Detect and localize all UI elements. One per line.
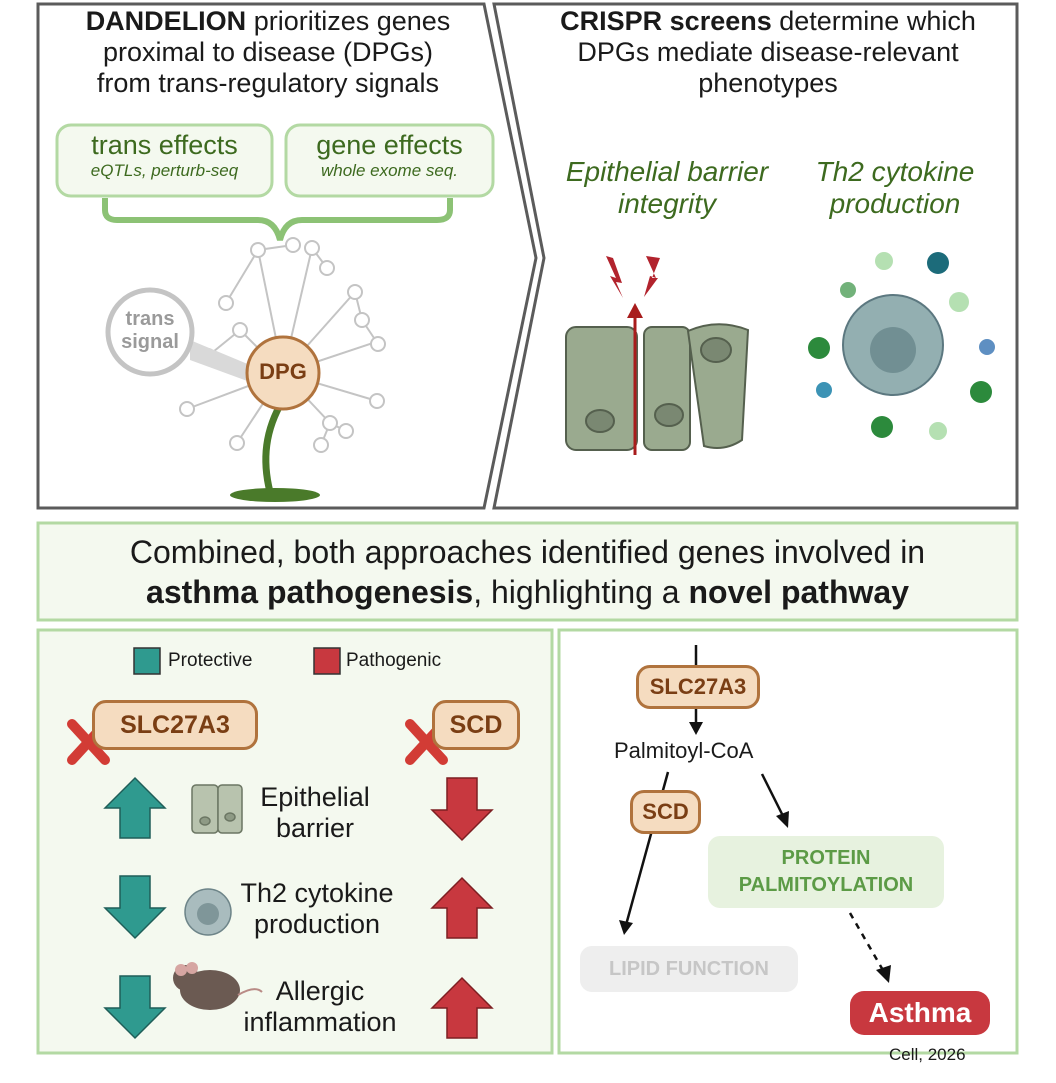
crispr-title: CRISPR screens determine which DPGs medi… <box>520 6 1016 99</box>
cytokines <box>808 252 995 440</box>
banner-bold-asthma: asthma pathogenesis <box>146 574 474 610</box>
phenotype-epithelial: Epithelial barrier integrity <box>545 156 789 220</box>
dandelion-title-line1: prioritizes genes <box>246 6 451 36</box>
dandelion-title: DANDELION prioritizes genes proximal to … <box>38 6 498 99</box>
dandelion-title-bold: DANDELION <box>85 6 247 36</box>
gene-effects-title: gene effects <box>316 130 463 160</box>
banner-border <box>36 521 1019 622</box>
bracket <box>102 198 453 241</box>
protein-line2: PALMITOYLATION <box>738 874 914 896</box>
lightning-icon-1 <box>606 256 623 298</box>
mouse-icon <box>173 962 263 1010</box>
protein-palmitoylation-box: PROTEIN PALMITOYLATION <box>708 836 944 908</box>
effect-th2-line1: Th2 cytokine <box>240 878 394 908</box>
trans-signal-circle <box>105 287 195 377</box>
pathogenic-legend-swatch <box>313 647 341 675</box>
phenotype-th2-line1: Th2 cytokine <box>815 156 975 187</box>
effect-th2-line2: production <box>253 909 381 939</box>
pathway-gene-slc27a3: SLC27A3 <box>636 665 760 709</box>
banner-bold-pathway: novel pathway <box>688 574 909 610</box>
arrows-left <box>103 776 167 1040</box>
effect-th2: Th2 cytokine production <box>222 878 412 940</box>
effect-allergic: Allergic inflammation <box>230 976 410 1038</box>
arrow-down-icon <box>103 975 167 1040</box>
legend-protective: Protective <box>168 650 253 671</box>
dandelion-ground <box>230 488 320 502</box>
effect-epithelial-line2: barrier <box>275 813 355 843</box>
gene-effects-pill <box>284 123 495 198</box>
effect-epithelial-line1: Epithelial <box>260 782 370 812</box>
effect-allergic-line2: inflammation <box>243 1007 397 1037</box>
citation: Cell, 2026 <box>889 1045 966 1064</box>
legend-pathogenic: Pathogenic <box>346 650 442 671</box>
th2-nucleus <box>870 327 916 373</box>
phenotype-th2: Th2 cytokine production <box>790 156 1000 220</box>
banner-line1: Combined, both approaches identified gen… <box>129 534 926 570</box>
asthma-box: Asthma <box>850 991 990 1035</box>
protective-legend-swatch <box>133 647 161 675</box>
lipid-function-box: LIPID FUNCTION <box>580 946 798 992</box>
trans-signal-line1: trans <box>125 308 175 330</box>
banner-text: Combined, both approaches identified gen… <box>38 532 1017 612</box>
dpg-label: DPG <box>259 359 307 384</box>
trans-effects-title: trans effects <box>91 130 238 160</box>
arrow-up-icon <box>103 776 167 839</box>
trans-signal-connector <box>190 340 250 382</box>
crispr-title-line1: determine which <box>771 6 976 36</box>
crispr-title-line2: DPGs mediate disease-relevant <box>577 37 959 67</box>
phenotype-epithelial-line1: Epithelial barrier <box>565 156 769 187</box>
phenotype-epithelial-line2: integrity <box>617 188 717 219</box>
arrow-up-icon <box>430 976 494 1039</box>
pathway-gene-scd: SCD <box>630 790 701 834</box>
banner-mid: , highlighting a <box>473 574 689 610</box>
barrier-arrow-head <box>627 303 643 318</box>
protein-line1: PROTEIN <box>781 847 871 869</box>
arrow-down-icon <box>430 777 494 842</box>
effect-epithelial: Epithelial barrier <box>240 782 390 844</box>
gene-effects-subtitle: whole exome seq. <box>320 161 459 180</box>
dpg-node <box>245 335 321 411</box>
crispr-title-line3: phenotypes <box>698 68 838 98</box>
arrow-down-icon <box>103 875 167 940</box>
dandelion-title-line3: from trans-regulatory signals <box>96 68 440 98</box>
trans-effects-pill <box>55 123 274 198</box>
gene-slc27a3-left: SLC27A3 <box>92 700 258 750</box>
gene-scd-right: SCD <box>432 700 520 750</box>
gene-effects-text: gene effects whole exome seq. <box>286 130 493 181</box>
effect-allergic-line1: Allergic <box>275 976 365 1006</box>
trans-effects-text: trans effects eQTLs, perturb-seq <box>57 130 272 181</box>
arrow-up-icon <box>430 876 494 939</box>
lightning-icon-2 <box>644 256 660 297</box>
banner-line2: asthma pathogenesis, highlighting a nove… <box>38 572 1017 612</box>
crispr-title-bold: CRISPR screens <box>560 6 772 36</box>
trans-signal-line2: signal <box>121 331 179 353</box>
pathway-metabolite: Palmitoyl-CoA <box>614 738 754 763</box>
arrows-right <box>430 777 494 1039</box>
dandelion-title-line2: proximal to disease (DPGs) <box>102 37 434 67</box>
trans-signal-label: trans signal <box>108 308 192 354</box>
epithelial-mini-icon <box>191 784 243 834</box>
trans-effects-subtitle: eQTLs, perturb-seq <box>90 161 239 180</box>
epithelial-cells <box>565 323 750 451</box>
phenotype-th2-line2: production <box>829 188 961 219</box>
